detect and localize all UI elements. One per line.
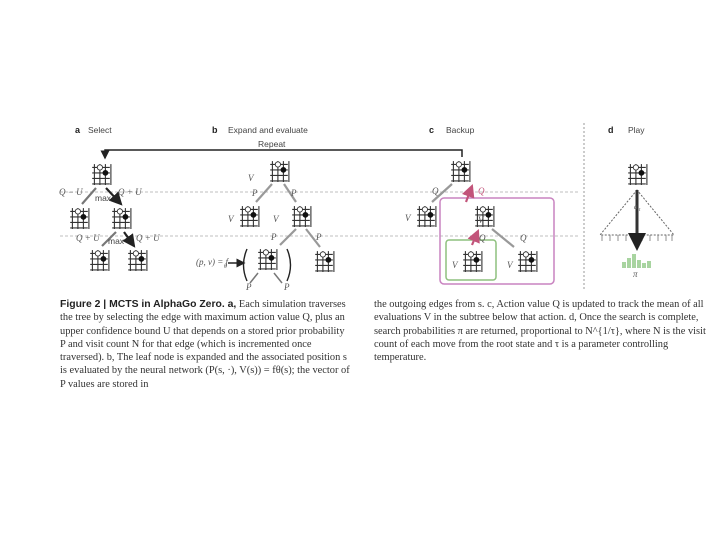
panel-a-title: Select xyxy=(88,125,112,135)
panel-c-letter: c xyxy=(429,125,434,135)
c-v-label-leaf-2: V xyxy=(507,260,514,270)
panel-c-title: Backup xyxy=(446,125,475,135)
repeat-arrow xyxy=(100,149,463,160)
q-minus-u-label: Q − U xyxy=(59,187,83,197)
caption-left: Figure 2 | MCTS in AlphaGo Zero. a, Each… xyxy=(60,298,350,391)
c-q-label-left: Q xyxy=(432,186,439,196)
b-p-label-3: P xyxy=(270,232,277,242)
panel-a-tree xyxy=(69,163,148,271)
c-v-label-leaf: V xyxy=(452,260,459,270)
b-v-label-right: V xyxy=(273,214,280,224)
policy-bars xyxy=(622,254,651,268)
panel-b-title: Expand and evaluate xyxy=(228,125,308,135)
c-v-label-left: V xyxy=(405,213,412,223)
b-p-label-1: P xyxy=(251,188,258,198)
subtree-box xyxy=(439,197,555,285)
panel-d-title: Play xyxy=(628,125,645,135)
c-q-label-leaf-2: Q xyxy=(520,233,527,243)
max-label-1: max xyxy=(95,193,112,203)
panel-b-tree xyxy=(228,160,335,284)
caption-right-body: the outgoing edges from s. c, Action val… xyxy=(374,299,706,364)
b-v-label-root: V xyxy=(248,173,255,183)
max-label-2: max xyxy=(108,236,125,246)
pi-label: π xyxy=(633,269,638,279)
caption-left-body: Each simulation traverses the tree by se… xyxy=(60,299,350,390)
b-p-label-2: P xyxy=(290,188,297,198)
play-action-label: a xyxy=(634,203,638,211)
play-action-sub: t xyxy=(639,208,641,213)
caption-heading: Figure 2 | MCTS in AlphaGo Zero. a, xyxy=(60,299,237,310)
q-plus-u-label: Q + U xyxy=(118,187,142,197)
b-v-label-left: V xyxy=(228,214,235,224)
b-p-label-6: P xyxy=(283,282,290,292)
c-q-label-leaf: Q xyxy=(479,233,486,243)
b-p-label-4: P xyxy=(315,232,322,242)
eval-formula: (p, v) = f xyxy=(196,257,230,267)
c-v-label-right: V xyxy=(478,215,485,225)
panel-d-play xyxy=(598,163,676,268)
panel-c-tree xyxy=(416,160,555,285)
b-p-label-5: P xyxy=(245,282,252,292)
panel-b-letter: b xyxy=(212,125,218,135)
c-q-label-right: Q xyxy=(478,186,485,196)
panel-a-letter: a xyxy=(75,125,81,135)
q-plus-u-label-3: Q + U xyxy=(136,233,160,243)
panel-d-letter: d xyxy=(608,125,614,135)
depth-guides xyxy=(60,191,580,237)
caption-right: the outgoing edges from s. c, Action val… xyxy=(374,298,714,364)
repeat-label: Repeat xyxy=(258,139,286,149)
eval-formula-sub: θ xyxy=(224,264,227,270)
q-plus-u-label-2: Q + U xyxy=(76,233,100,243)
